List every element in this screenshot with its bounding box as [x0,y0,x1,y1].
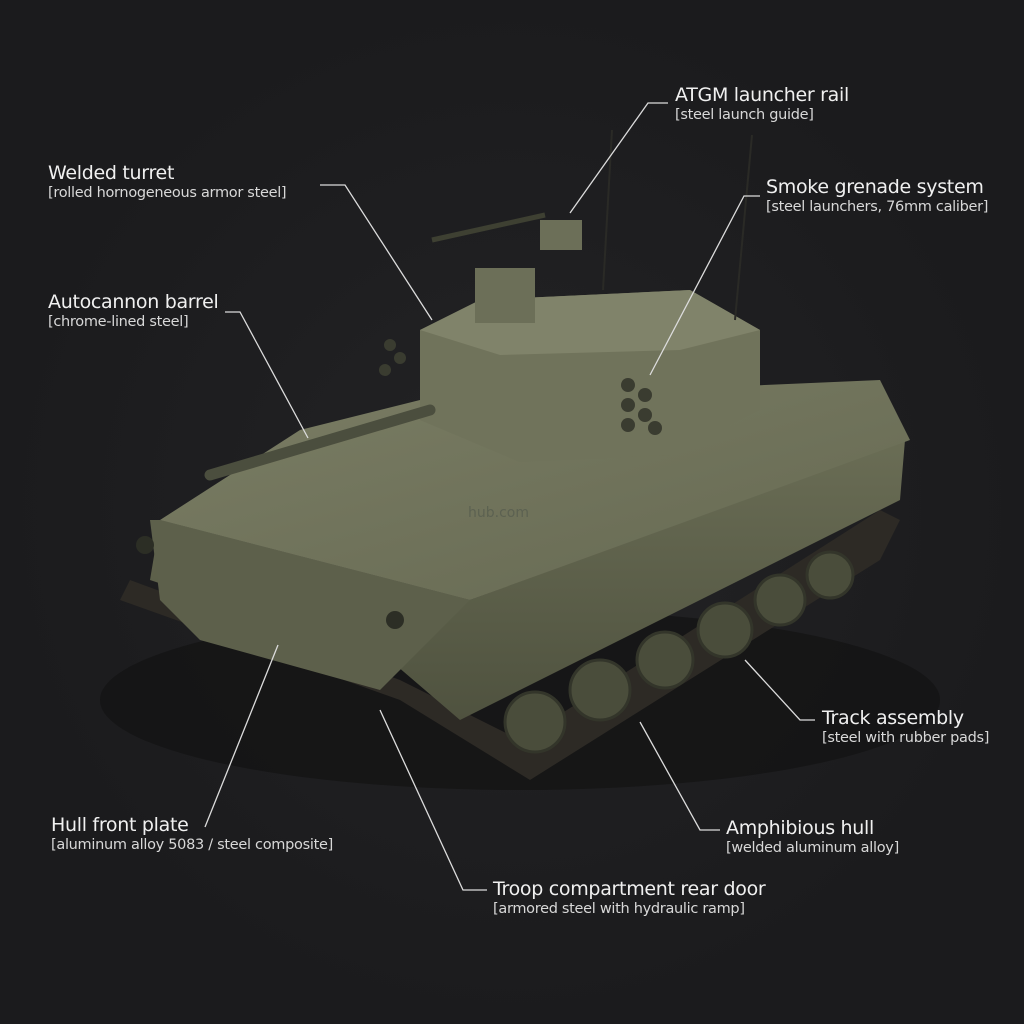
label-title: Amphibious hull [726,817,874,839]
label-material: [aluminum alloy 5083 / steel composite] [51,836,333,853]
antenna [602,129,613,291]
label-smoke: Smoke grenade system [steel launchers, 7… [766,176,989,216]
label-title: ATGM launcher rail [675,84,849,106]
label-title: Welded turret [48,162,175,184]
headlight [386,611,404,629]
label-amphibious: Amphibious hull [welded aluminum alloy] [726,817,899,857]
label-autocannon: Autocannon barrel [chrome-lined steel] [48,291,219,331]
label-track: Track assembly [steel with rubber pads] [822,707,990,747]
autocannon-barrel [204,404,436,481]
label-title: Smoke grenade system [766,176,984,198]
road-wheels [503,550,855,754]
leader-rear-door [379,709,487,891]
label-material: [steel with rubber pads] [822,729,990,746]
leader-smoke [649,195,760,376]
hull-front-plate [150,520,470,690]
label-material: [chrome-lined steel] [48,313,189,330]
label-material: [welded aluminum alloy] [726,839,899,856]
watermark: hub.com [468,505,529,521]
label-rear-door: Troop compartment rear door [armored ste… [493,878,766,918]
leader-atgm [569,102,668,214]
leader-hull-front [204,644,279,828]
label-title: Track assembly [822,707,964,729]
leader-amphibious [639,721,720,831]
label-atgm: ATGM launcher rail [steel launch guide] [675,84,849,124]
label-material: [steel launch guide] [675,106,814,123]
leader-turret [320,184,433,321]
label-material: [rolled hornogeneous armor steel] [48,184,287,201]
label-material: [steel launchers, 76mm caliber] [766,198,989,215]
machine-gun [431,212,546,243]
leader-autocannon [225,311,309,439]
smoke-launchers [379,339,662,435]
label-turret: Welded turret [rolled hornogeneous armor… [48,162,287,202]
label-title: Autocannon barrel [48,291,219,313]
label-title: Troop compartment rear door [493,878,766,900]
label-material: [armored steel with hydraulic ramp] [493,900,745,917]
leader-lines [204,102,815,891]
leader-track [744,659,815,721]
commander-cupola [475,268,535,323]
headlight [136,536,154,554]
atgm-launcher-rail [540,220,582,250]
antenna [734,134,753,321]
label-hull-front: Hull front plate [aluminum alloy 5083 / … [51,814,333,854]
label-title: Hull front plate [51,814,189,836]
